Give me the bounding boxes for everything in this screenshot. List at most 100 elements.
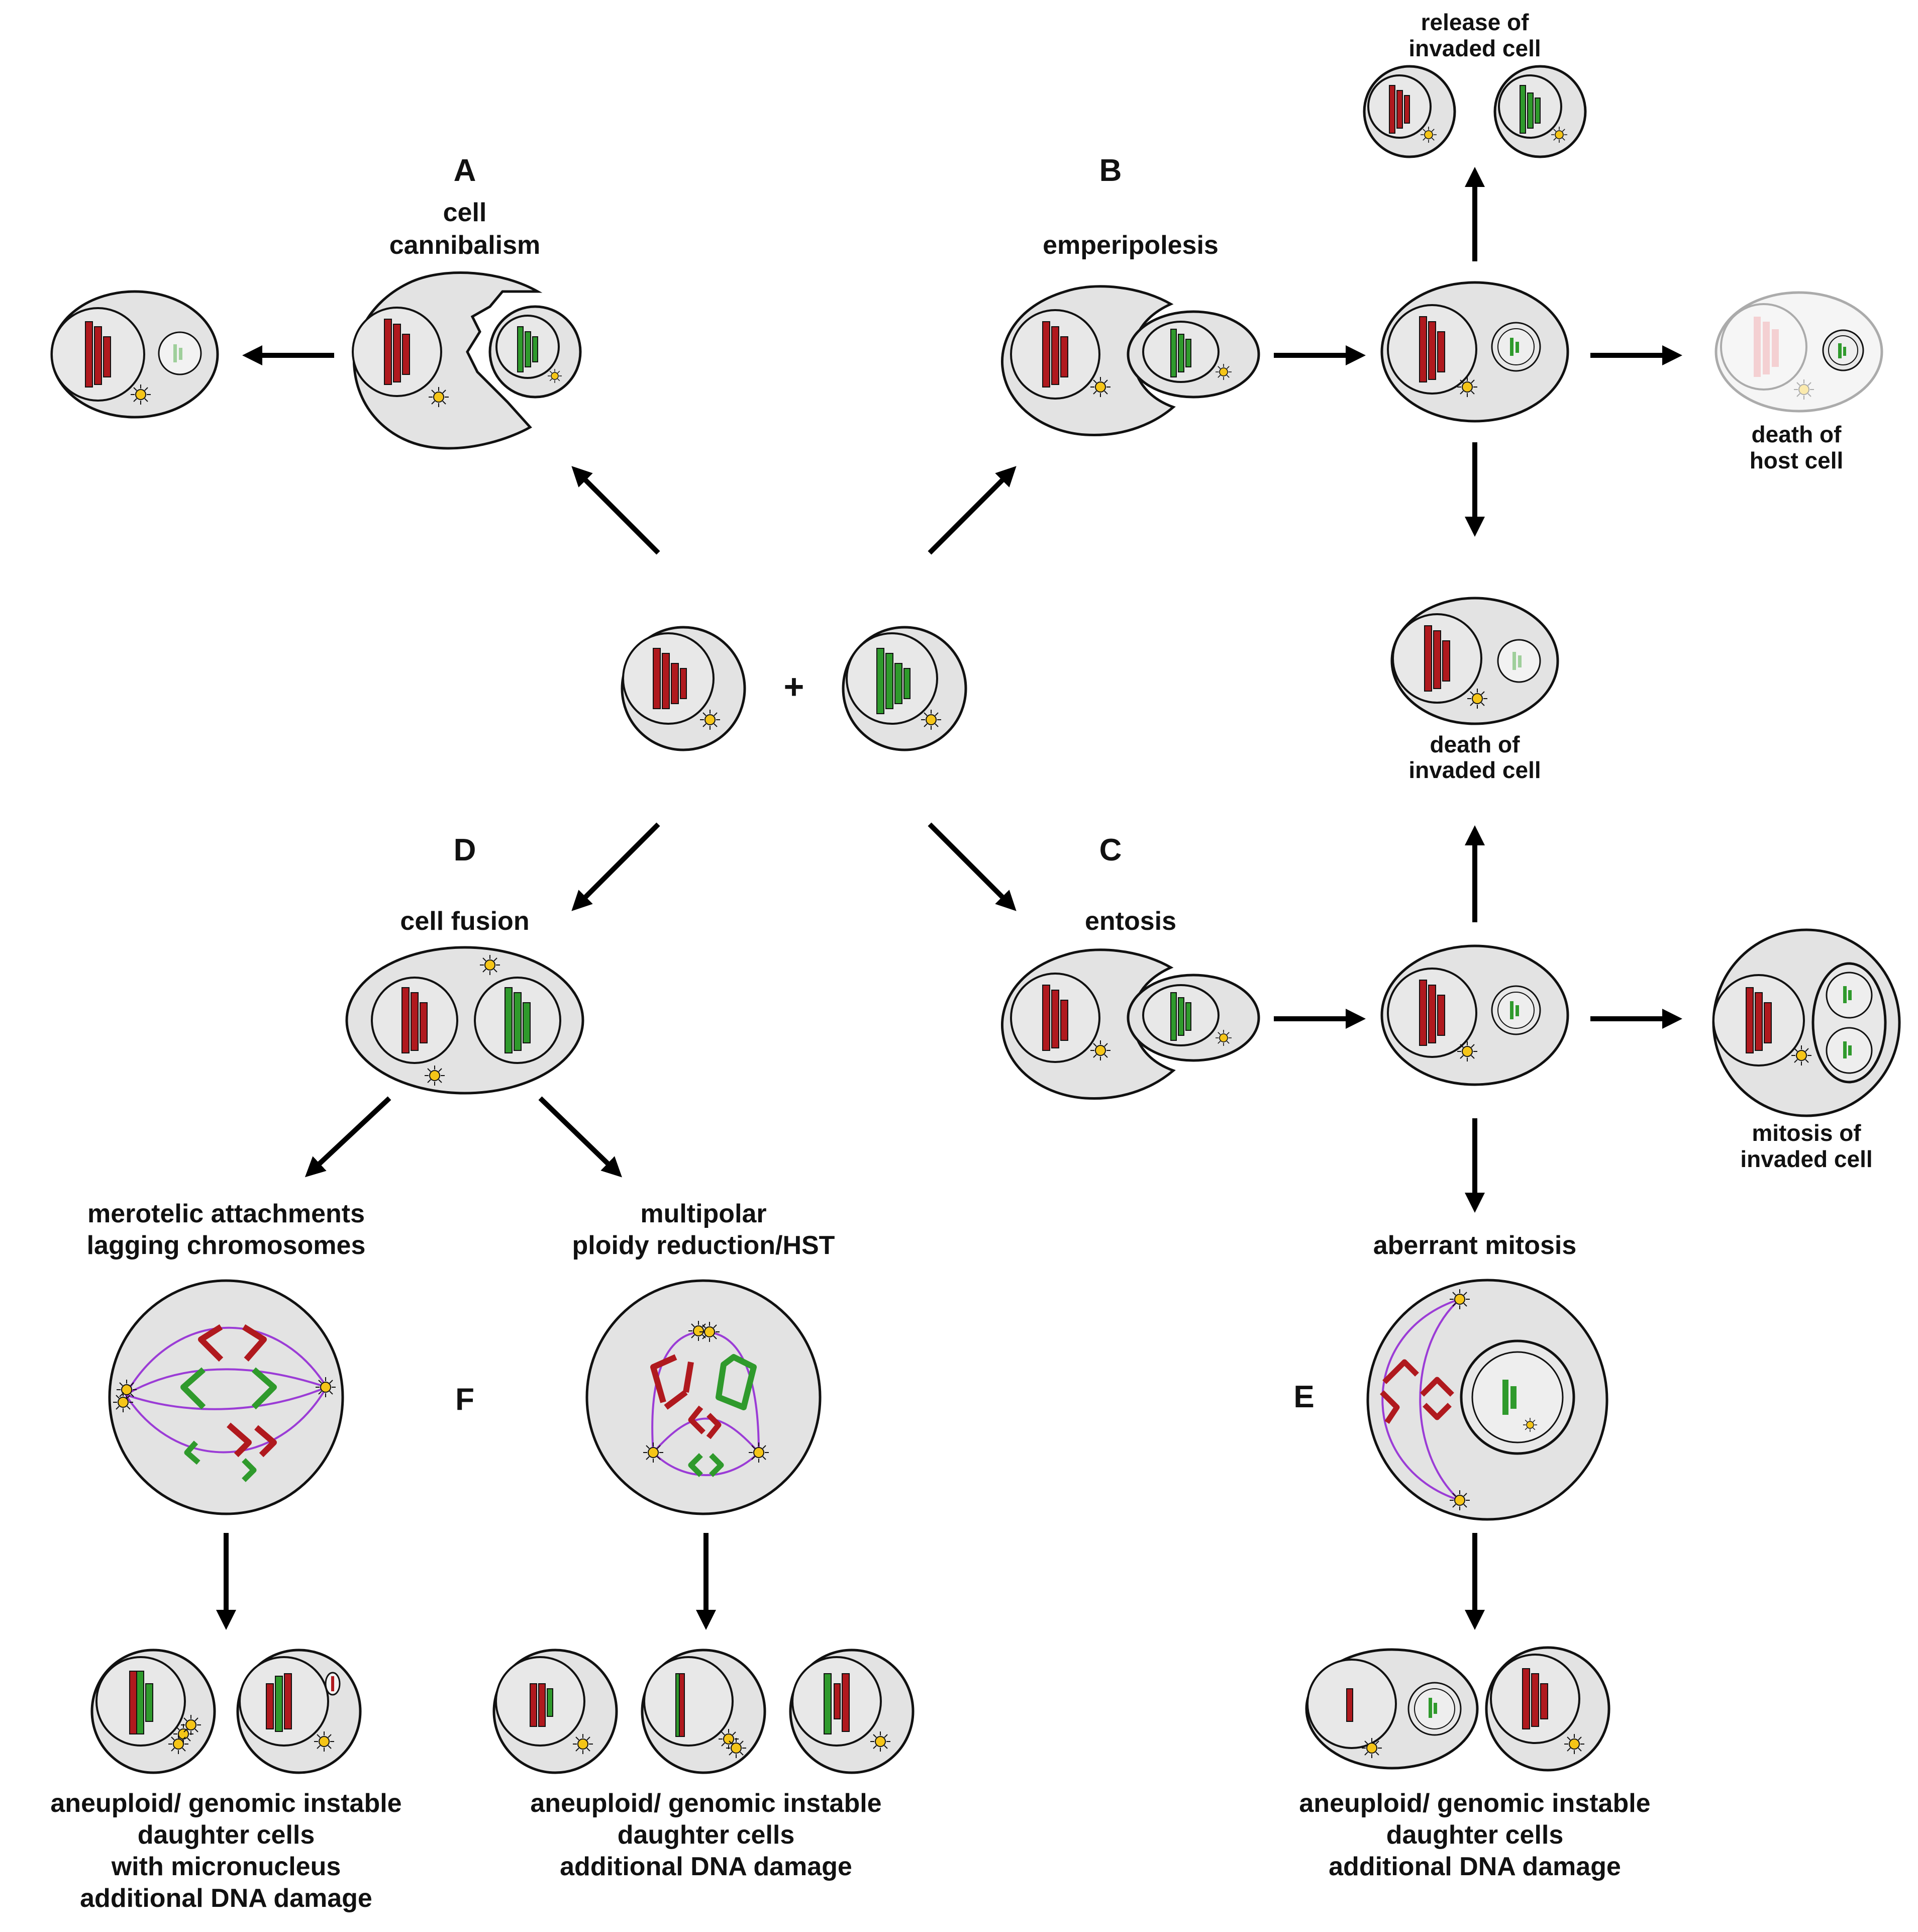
centrosome-icon bbox=[1467, 689, 1487, 709]
multipolar-daughter-cell-1 bbox=[492, 1649, 618, 1774]
panel-letter-F: F bbox=[455, 1382, 474, 1417]
title-cell-fusion: cell fusion bbox=[400, 907, 529, 936]
centrosome-icon bbox=[1457, 377, 1477, 397]
arrow-center-to-C bbox=[928, 822, 1017, 911]
centrosome-icon bbox=[726, 1738, 746, 1758]
title-multipolar-line1: multipolar bbox=[640, 1199, 766, 1228]
outcome-left-line2: daughter cells bbox=[138, 1820, 315, 1850]
plus-sign: + bbox=[784, 667, 804, 706]
title-multipolar-line2: ploidy reduction/HST bbox=[572, 1231, 835, 1260]
centrosome-icon bbox=[1362, 1738, 1382, 1758]
outcome-left-line3: with micronucleus bbox=[111, 1852, 341, 1881]
arrow-D-to-merotelic bbox=[305, 1096, 391, 1178]
centrosome-icon bbox=[131, 384, 151, 405]
entosis-invading-cell bbox=[1127, 974, 1260, 1062]
title-entosis: entosis bbox=[1085, 907, 1176, 936]
E-daughter-cell-2 bbox=[1485, 1646, 1610, 1772]
centrosome-icon bbox=[1450, 1289, 1470, 1309]
centrosome-icon bbox=[1420, 126, 1437, 143]
multipolar-mitosis-cell bbox=[585, 1279, 822, 1515]
arrow-D-to-multipolar bbox=[538, 1096, 622, 1178]
panel-letter-B: B bbox=[1099, 153, 1122, 188]
start-red-cell bbox=[621, 626, 746, 751]
centrosome-icon bbox=[1090, 1040, 1111, 1060]
label-mitosis-invaded-line1: mitosis of bbox=[1752, 1120, 1861, 1146]
cannibal-cell bbox=[352, 271, 543, 450]
centrosome-icon bbox=[749, 1442, 769, 1463]
merotelic-daughter-cell-2 bbox=[236, 1649, 362, 1774]
fused-cell bbox=[345, 946, 584, 1095]
centrosome-icon bbox=[1450, 1490, 1470, 1510]
centrosome-icon bbox=[1457, 1041, 1477, 1061]
centrosome-icon bbox=[1090, 377, 1111, 397]
title-aberrant-mitosis: aberrant mitosis bbox=[1373, 1231, 1577, 1260]
prey-cell bbox=[488, 305, 582, 399]
label-death-invaded-line1: death of bbox=[1430, 731, 1521, 757]
dying-host-cell bbox=[1714, 291, 1883, 413]
title-merotelic-line2: lagging chromosomes bbox=[87, 1231, 366, 1260]
centrosome-icon bbox=[314, 1731, 334, 1752]
centrosome-icon bbox=[429, 387, 449, 407]
centrosome-icon bbox=[480, 955, 500, 975]
E-daughter-cell-1 bbox=[1305, 1648, 1479, 1770]
title-cell-cannibalism-line2: cannibalism bbox=[389, 231, 541, 260]
centrosome-icon bbox=[1794, 379, 1814, 400]
centrosome-icon bbox=[117, 1380, 137, 1400]
centrosome-icon bbox=[1551, 126, 1568, 143]
released-invaded-cell bbox=[1493, 65, 1587, 158]
title-cell-cannibalism-line1: cell bbox=[443, 198, 487, 227]
outcome-right-line3: additional DNA damage bbox=[1329, 1852, 1621, 1881]
centrosome-icon bbox=[719, 1729, 739, 1749]
centrosome-icon bbox=[1564, 1734, 1584, 1754]
centrosome-icon bbox=[168, 1734, 188, 1754]
label-death-host-line2: host cell bbox=[1750, 447, 1844, 473]
mitosis-invaded-cell bbox=[1712, 928, 1901, 1117]
label-mitosis-invaded-line2: invaded cell bbox=[1740, 1146, 1872, 1172]
centrosome-icon bbox=[921, 710, 941, 730]
start-green-cell bbox=[842, 626, 967, 751]
arrow-center-to-B bbox=[928, 466, 1017, 555]
aberrant-mitosis-cell bbox=[1366, 1279, 1608, 1521]
title-merotelic-line1: merotelic attachments bbox=[87, 1199, 365, 1228]
cannibalism-result-cell bbox=[50, 290, 219, 419]
centrosome-icon bbox=[113, 1392, 133, 1412]
outcome-mid-line1: aneuploid/ genomic instable bbox=[530, 1789, 881, 1818]
emperipolesis-internalized-cell bbox=[1380, 281, 1569, 423]
outcome-right-line2: daughter cells bbox=[1386, 1820, 1564, 1850]
panel-letter-D: D bbox=[454, 833, 476, 867]
released-host-cell bbox=[1363, 65, 1456, 158]
arrows bbox=[216, 167, 1682, 1630]
label-release-line1: release of bbox=[1421, 9, 1529, 35]
centrosome-icon bbox=[1215, 1029, 1232, 1046]
panel-letter-C: C bbox=[1099, 833, 1122, 867]
label-death-host-line1: death of bbox=[1752, 421, 1842, 447]
merotelic-daughter-cell-1 bbox=[90, 1649, 216, 1774]
arrow-center-to-A bbox=[571, 466, 660, 555]
centrosome-icon bbox=[700, 710, 720, 730]
label-release-line2: invaded cell bbox=[1408, 35, 1541, 61]
centrosome-icon bbox=[573, 1734, 593, 1754]
centrosome-icon bbox=[181, 1715, 201, 1735]
centrosome-icon bbox=[425, 1066, 445, 1086]
centrosome-icon bbox=[1215, 363, 1232, 380]
title-emperipolesis: emperipolesis bbox=[1043, 231, 1219, 260]
invaded-death-cell bbox=[1390, 597, 1559, 725]
centrosome-icon bbox=[1791, 1045, 1811, 1066]
outcome-mid-line2: daughter cells bbox=[618, 1820, 795, 1850]
centrosome-icon bbox=[316, 1377, 336, 1397]
centrosome-icon bbox=[643, 1442, 663, 1463]
panel-letter-E: E bbox=[1293, 1380, 1314, 1414]
outcome-left-line1: aneuploid/ genomic instable bbox=[50, 1789, 401, 1818]
centrosome-icon bbox=[548, 369, 562, 383]
emperipolesis-host-cell bbox=[1000, 285, 1176, 437]
merotelic-mitosis-cell bbox=[108, 1279, 344, 1515]
multipolar-daughter-cell-3 bbox=[789, 1649, 915, 1774]
outcome-left-line4: additional DNA damage bbox=[80, 1884, 372, 1913]
centrosome-icon bbox=[870, 1731, 890, 1752]
outcome-mid-line3: additional DNA damage bbox=[560, 1852, 852, 1881]
outcome-right-line1: aneuploid/ genomic instable bbox=[1299, 1789, 1650, 1818]
entosis-host-cell bbox=[1000, 948, 1176, 1100]
panel-letter-A: A bbox=[454, 153, 476, 188]
